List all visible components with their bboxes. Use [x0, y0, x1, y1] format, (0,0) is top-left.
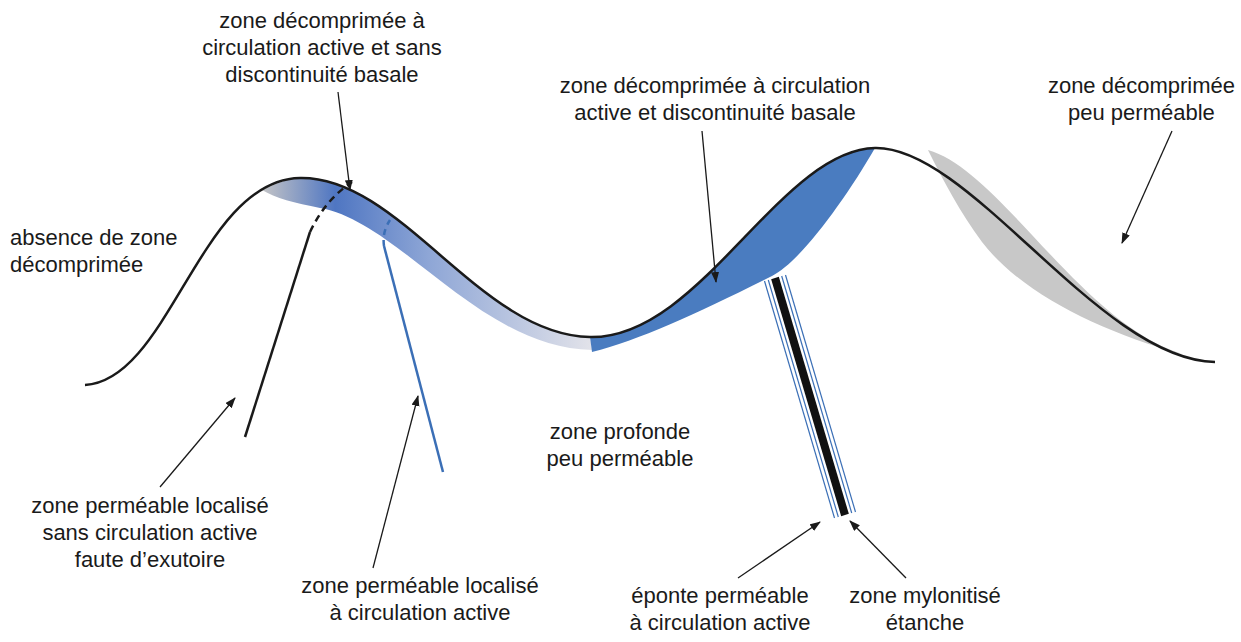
mylonite-band — [775, 278, 845, 515]
label-holder: zone profonde peu perméable — [545, 418, 696, 472]
annotation-label: absence de zone décomprimée — [8, 224, 180, 278]
wall-blue — [782, 276, 852, 513]
wall-blue — [765, 281, 835, 518]
annotation-label: zone décomprimée à circulation active et… — [200, 7, 444, 88]
grey-zone — [928, 150, 1182, 354]
leader-line — [373, 396, 418, 568]
leader-line — [1122, 131, 1172, 243]
leader-line — [160, 398, 235, 487]
annotation-label: zone perméable localisé sans circulation… — [29, 492, 270, 573]
label-holder: absence de zone décomprimée — [8, 224, 180, 278]
annotation-label: zone profonde peu perméable — [545, 418, 696, 472]
annotation-label: zone décomprimée peu perméable — [1046, 72, 1237, 126]
fault-blue — [384, 246, 443, 472]
annotation-label: zone mylonitisé étanche — [847, 582, 1003, 636]
label-holder: zone perméable localisé à circulation ac… — [299, 572, 540, 626]
fault-blue-dashed — [384, 220, 390, 246]
label-holder: zone mylonitisé étanche — [847, 582, 1003, 636]
leader-line — [338, 92, 350, 190]
label-holder: zone perméable localisé sans circulation… — [29, 492, 270, 573]
terrain-profile — [85, 148, 1215, 385]
fault-black — [245, 232, 310, 437]
label-holder: zone décomprimée à circulation active et… — [200, 7, 444, 88]
wall-blue — [768, 280, 838, 517]
annotation-label: éponte perméable à circulation active — [628, 582, 813, 636]
label-holder: zone décomprimée peu perméable — [1046, 72, 1237, 126]
annotation-label: zone perméable localisé à circulation ac… — [299, 572, 540, 626]
gradient-zone — [262, 178, 592, 350]
wall-blue — [786, 275, 856, 512]
label-holder: éponte perméable à circulation active — [628, 582, 813, 636]
leader-line — [850, 521, 906, 578]
leader-line — [738, 522, 820, 578]
fault-black-dashed — [310, 182, 352, 232]
annotation-label: zone décomprimée à circulation active et… — [558, 72, 873, 126]
leader-line — [702, 131, 716, 282]
label-holder: zone décomprimée à circulation active et… — [558, 72, 873, 126]
